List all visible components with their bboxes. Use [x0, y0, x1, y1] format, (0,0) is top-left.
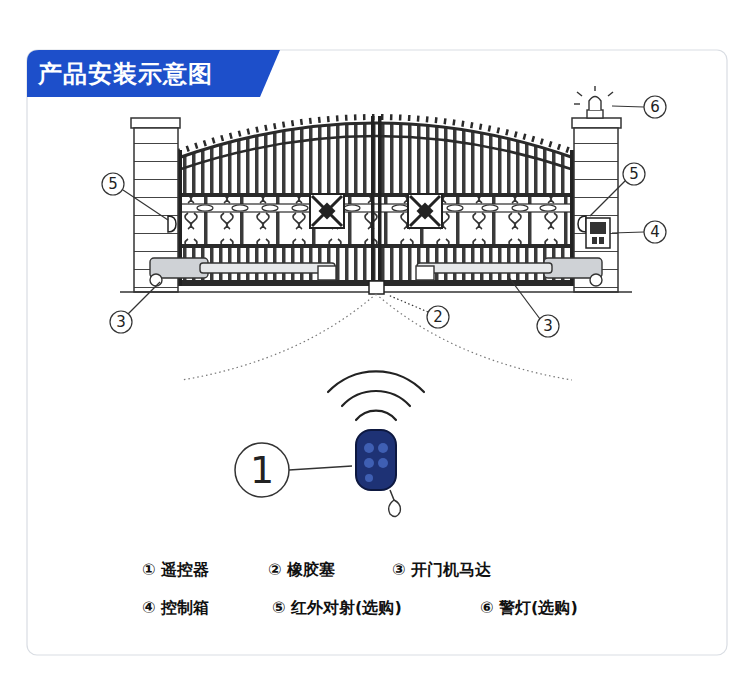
signal-wave — [328, 371, 424, 420]
callout-circle — [102, 96, 666, 497]
legend-text: ⑤ 红外对射(选购) — [272, 598, 402, 618]
legend-text: ⑥ 警灯(选购) — [480, 598, 578, 618]
callout-number: 3 — [110, 311, 132, 333]
title-text: 产品安装示意图 — [38, 59, 213, 89]
legend-text: ② 橡胶塞 — [268, 560, 335, 580]
warning-lamp — [574, 86, 613, 118]
leader-line — [123, 106, 644, 470]
callout-number: 5 — [623, 163, 645, 185]
infrared-sensor — [168, 216, 586, 232]
callout-number: 5 — [102, 173, 124, 195]
callout-number: 6 — [644, 96, 666, 118]
legend-text: ③ 开门机马达 — [392, 560, 491, 580]
rubber-stopper — [369, 281, 384, 294]
legend-text: ① 遥控器 — [142, 560, 209, 580]
remote-control — [356, 430, 400, 517]
legend-text: ④ 控制箱 — [142, 598, 209, 618]
callout-number: 4 — [644, 221, 666, 243]
control-box — [586, 218, 610, 248]
callout-number: 1 — [235, 443, 289, 497]
callout-number: 3 — [537, 315, 559, 337]
gate — [178, 80, 574, 290]
gate-pillar — [120, 118, 632, 292]
swing-arc — [182, 294, 572, 380]
gate-ornament — [310, 194, 442, 228]
callout-number: 2 — [427, 306, 449, 328]
card — [27, 50, 727, 655]
